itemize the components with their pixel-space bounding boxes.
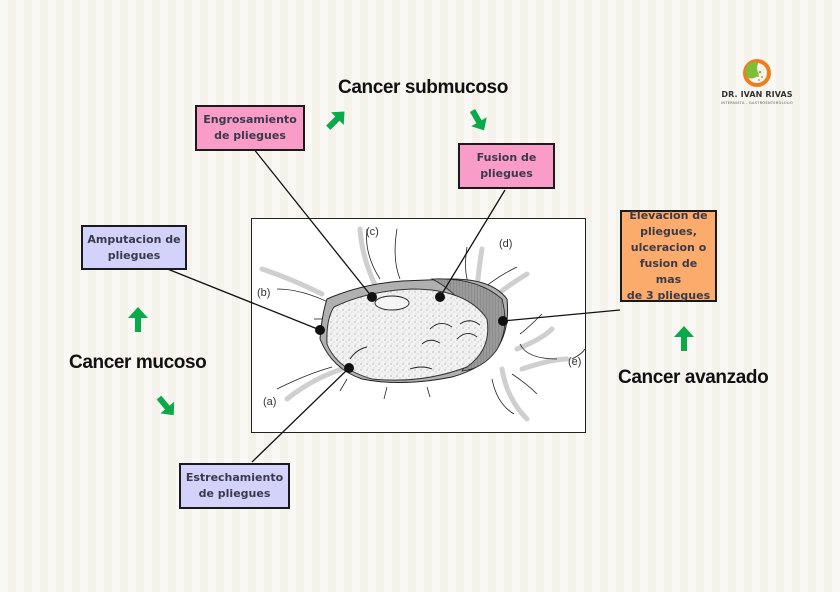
heading-cancer-avanzado: Cancer avanzado — [618, 367, 769, 388]
heading-cancer-mucoso: Cancer mucoso — [69, 352, 207, 373]
label-box-elevacion: Elevacion de pliegues, ulceracion o fusi… — [620, 209, 717, 302]
heading-cancer-submucoso: Cancer submucoso — [338, 77, 508, 98]
label-line: ulceracion o — [630, 241, 707, 254]
arrow-down-right-icon — [469, 108, 487, 131]
gastric-fold-figure: (c) (d) (b) (a) (e) — [251, 218, 586, 433]
arrow-down-right-icon — [156, 395, 175, 416]
leader-line-engrosamiento — [252, 147, 373, 298]
label-box-estrechamiento: Estrechamiento de pliegues — [179, 463, 290, 509]
label-box-amputacion: Amputacion de pliegues — [81, 225, 187, 270]
label-line: de pliegues — [198, 487, 271, 500]
arrow-down-left-icon — [326, 111, 345, 130]
label-box-fusion: Fusion de pliegues — [458, 143, 555, 189]
logo: DR. IVAN RIVAS INTERNISTA - GASTROENTERÓ… — [712, 58, 802, 108]
label-line: pliegues, — [640, 225, 697, 238]
label-line: de pliegues — [214, 129, 286, 142]
leader-line-fusion — [439, 189, 506, 298]
figure-label-d: (d) — [499, 238, 512, 250]
marker-dot-amputacion — [315, 325, 325, 335]
marker-dot-fusion — [435, 292, 445, 302]
label-box-engrosamiento: Engrosamiento de pliegues — [195, 105, 305, 151]
label-line: pliegues — [480, 167, 533, 180]
marker-dot-estrechamiento — [344, 363, 354, 373]
label-line: pliegues — [107, 248, 161, 262]
logo-subtitle: INTERNISTA - GASTROENTERÓLOGO — [721, 101, 793, 105]
label-line: Elevacion de — [629, 209, 708, 222]
marker-dot-elevacion — [498, 316, 508, 326]
label-line: Amputacion de — [87, 232, 181, 246]
lesion-illustration: (c) (d) (b) (a) (e) — [257, 226, 586, 422]
label-line: de 3 pliegues — [626, 289, 711, 302]
label-line: fusion de mas — [639, 257, 698, 286]
logo-name: DR. IVAN RIVAS — [721, 90, 793, 99]
stomach-logo-icon — [743, 59, 771, 87]
leader-line-amputacion — [164, 267, 321, 331]
figure-label-e: (e) — [568, 356, 581, 368]
label-line: Estrechamiento — [185, 471, 284, 484]
figure-label-c: (c) — [366, 226, 379, 238]
label-line: Engrosamiento — [203, 113, 297, 126]
marker-dot-engrosamiento — [367, 292, 377, 302]
fold-c-left — [357, 226, 380, 292]
leader-line-elevacion — [502, 309, 621, 322]
arrow-up-icon — [674, 326, 694, 351]
figure-label-a: (a) — [263, 396, 276, 408]
figure-label-b: (b) — [257, 287, 270, 299]
leader-line-estrechamiento — [251, 367, 350, 463]
label-line: Fusion de — [476, 151, 537, 164]
arrow-up-icon — [128, 307, 148, 332]
